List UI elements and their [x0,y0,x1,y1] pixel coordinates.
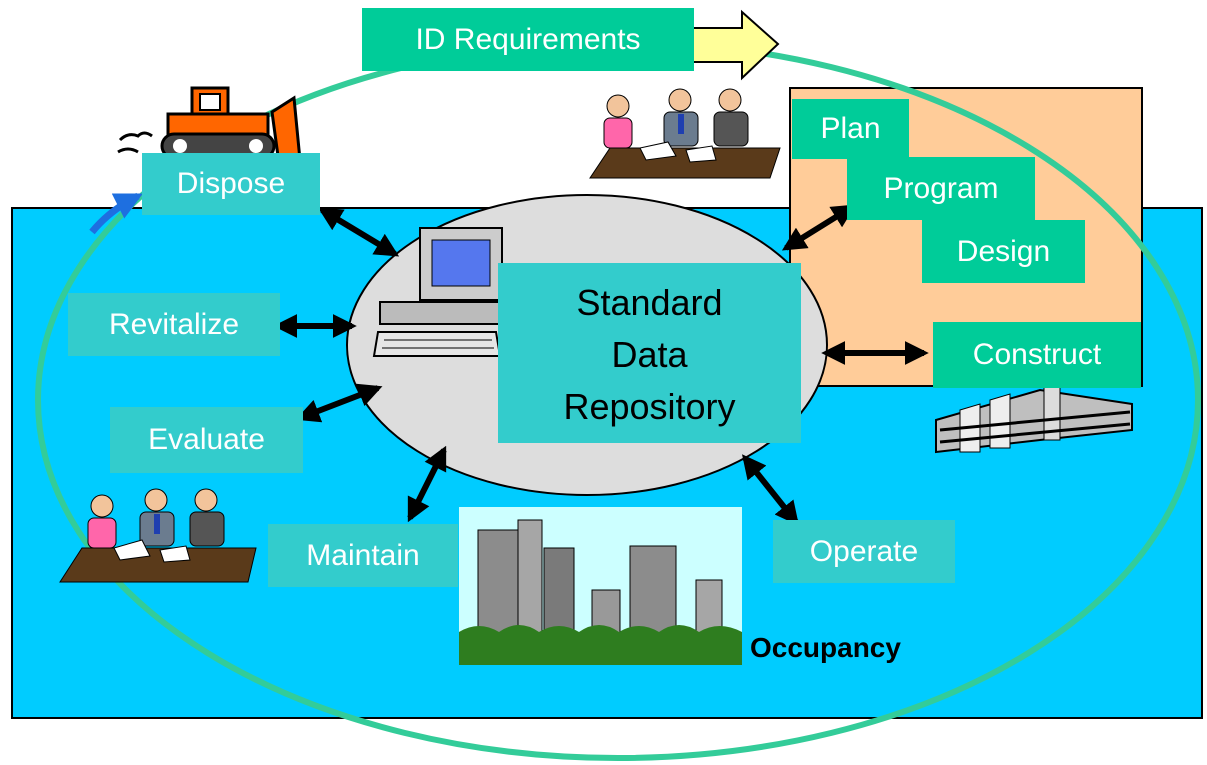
plan-label: Plan [792,99,909,159]
office-building-clipart [935,373,1133,454]
design-label: Design [922,220,1085,283]
arrow-maintain [407,445,447,523]
arrow-dispose [317,207,400,257]
program-label: Program [847,157,1035,220]
meeting-clipart-left [59,488,257,583]
occupancy-label: Occupancy [750,632,901,663]
repository-line-3: Repository [563,386,736,427]
meeting-clipart-top [589,88,781,179]
dispose-label: Dispose [142,153,320,215]
computer-clipart [372,227,503,357]
arrow-operate [742,454,799,526]
repository-line-2: Data [611,334,688,375]
id-requirements-label: ID Requirements [362,8,694,71]
construct-label: Construct [933,322,1141,388]
maintain-label: Maintain [268,524,458,587]
repository-line-1: Standard [576,282,723,323]
connector-arrows [273,204,929,526]
revitalize-label: Revitalize [68,293,280,356]
id-requirements-arrow [679,9,780,81]
lifecycle-return-arrow [89,192,144,235]
city-skyline-clipart [459,507,742,665]
arrow-program [781,204,857,251]
standard-data-repository-label: Standard Data Repository [498,263,801,443]
operate-label: Operate [773,520,955,583]
bulldozer-clipart [117,86,302,162]
arrow-evaluate [295,383,383,423]
evaluate-label: Evaluate [110,407,303,473]
